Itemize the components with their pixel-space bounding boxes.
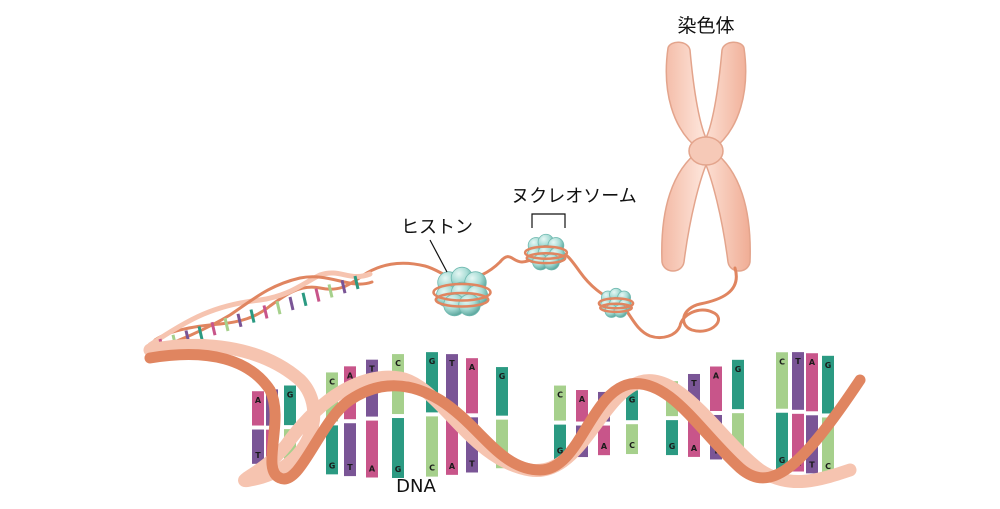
base-letter: G xyxy=(499,372,506,381)
base-letter: G xyxy=(557,447,564,456)
base-letter: T xyxy=(691,379,697,388)
base-letter: G xyxy=(629,395,636,404)
nucleosome-label: ヌクレオソーム xyxy=(511,186,636,207)
chromosome xyxy=(661,41,751,272)
backbone-dark xyxy=(144,349,866,485)
base-letter: T xyxy=(795,357,801,366)
base-letter: T xyxy=(449,359,455,368)
base-pair: CG xyxy=(392,354,404,478)
base-pair: CG xyxy=(776,352,788,470)
base-letter: G xyxy=(287,391,294,400)
dna-wrap xyxy=(599,302,633,314)
base-pair: TA xyxy=(446,354,458,475)
base-letter: A xyxy=(579,395,586,404)
base-letter: T xyxy=(469,459,475,468)
thin-base-pair xyxy=(353,275,360,290)
base-pair: AT xyxy=(252,391,264,464)
dna-wrap xyxy=(597,297,635,310)
dna-wrap xyxy=(434,291,490,308)
base-letter: G xyxy=(825,361,832,370)
base-letter: G xyxy=(669,442,676,451)
base-letter: G xyxy=(779,456,786,465)
histone-bead-small xyxy=(597,287,635,318)
base-letter: T xyxy=(809,460,815,469)
base-letter: C xyxy=(395,359,401,368)
base-letter: A xyxy=(369,465,376,474)
base-letter: T xyxy=(255,451,261,460)
dna-label: DNA xyxy=(396,476,436,497)
thin-base-pair xyxy=(340,279,347,294)
thin-base-pair xyxy=(210,321,217,336)
base-letter: A xyxy=(691,444,698,453)
base-letter: A xyxy=(449,462,456,471)
base-letter: T xyxy=(347,463,353,472)
base-letter: C xyxy=(825,462,831,471)
base-letter: A xyxy=(255,396,262,405)
base-letter: A xyxy=(469,363,476,372)
base-pair: GC xyxy=(626,390,638,455)
thin-base-pair xyxy=(236,313,243,328)
base-letter: C xyxy=(779,357,785,366)
base-letter: C xyxy=(557,391,563,400)
base-letter: T xyxy=(369,365,375,374)
base-letter: G xyxy=(329,461,336,470)
thin-base-pair xyxy=(197,326,204,340)
base-pair: GC xyxy=(426,352,438,477)
histone-label: ヒストン xyxy=(401,217,473,238)
base-letter: C xyxy=(629,441,635,450)
thin-base-pair xyxy=(327,284,334,298)
base-letter: G xyxy=(395,465,402,474)
histone-bead-large xyxy=(432,266,492,317)
base-letter: A xyxy=(347,371,354,380)
thin-base-pair xyxy=(314,288,321,302)
distant-helix xyxy=(147,270,374,354)
base-pair: AT xyxy=(806,353,818,474)
base-letter: A xyxy=(809,358,816,367)
base-pair: CG xyxy=(554,385,566,460)
base-letter: C xyxy=(329,377,335,386)
base-letter: G xyxy=(429,357,436,366)
base-letter: A xyxy=(601,442,608,451)
backbone-light xyxy=(143,338,857,489)
base-letter: G xyxy=(735,365,742,374)
base-letter: A xyxy=(713,372,720,381)
dna-wrap xyxy=(525,251,567,265)
thin-base-pair xyxy=(249,309,256,323)
histone-leader-line xyxy=(429,239,448,273)
double-helix: ATTAGCCGATTACGGCTAATGCCGATTAGCCGTAATGCCG… xyxy=(143,338,866,489)
nucleosome-bracket xyxy=(531,213,566,228)
chromosome-label: 染色体 xyxy=(677,15,734,37)
base-letter: C xyxy=(429,464,435,473)
thin-base-pair xyxy=(223,317,230,332)
histone-bead-mid xyxy=(523,233,569,271)
thin-base-pair xyxy=(288,296,295,311)
dna-wrap xyxy=(523,245,569,260)
thin-base-pair xyxy=(275,300,282,315)
thin-base-pair xyxy=(262,305,269,319)
thin-base-pair xyxy=(301,292,308,307)
dna-wrap xyxy=(432,282,492,302)
